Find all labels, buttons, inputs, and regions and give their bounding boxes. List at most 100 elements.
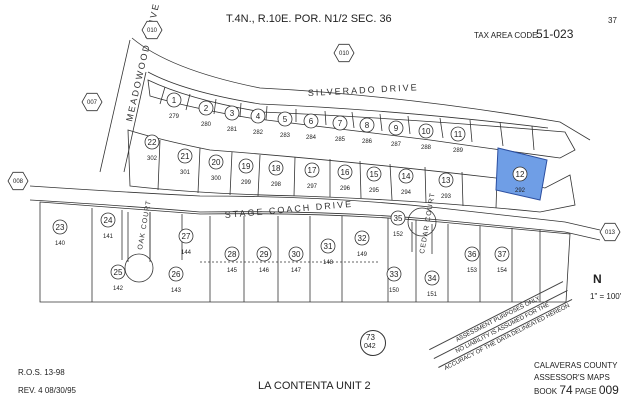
hex-reference-label: 013 — [605, 230, 616, 236]
parcel-number: 300 — [211, 176, 222, 182]
lot-marker[interactable] — [464, 246, 480, 262]
lot-marker[interactable] — [332, 115, 348, 131]
oak-court-cul-de-sac — [124, 253, 154, 283]
lot-marker[interactable] — [110, 264, 126, 280]
lot-number: 34 — [428, 274, 437, 283]
lot-marker[interactable] — [168, 266, 184, 282]
lot-number: 21 — [181, 152, 190, 161]
lot-marker[interactable] — [438, 172, 454, 188]
hex-reference-label: 008 — [13, 179, 24, 185]
cedar-court-road — [411, 222, 433, 254]
parcel-number: 283 — [280, 133, 291, 139]
parcel-number: 286 — [362, 139, 373, 145]
lot-marker[interactable] — [224, 105, 240, 121]
lot-number: 10 — [422, 127, 431, 136]
lot-marker[interactable] — [354, 230, 370, 246]
lot-number: 35 — [394, 214, 403, 223]
parcel-number: 144 — [181, 250, 192, 256]
lot-marker[interactable] — [52, 219, 68, 235]
lot-number: 20 — [212, 158, 221, 167]
lot-number: 9 — [394, 124, 399, 133]
map-scale: 1" = 100' — [590, 292, 622, 301]
lot-marker[interactable] — [224, 246, 240, 262]
lot-marker[interactable] — [359, 117, 375, 133]
parcel-number: 288 — [421, 145, 432, 151]
parcel-number: 296 — [340, 186, 351, 192]
lot-marker[interactable] — [337, 164, 353, 180]
lot-marker[interactable] — [178, 228, 194, 244]
lot-marker[interactable] — [398, 168, 414, 184]
parcel-number: 142 — [113, 286, 124, 292]
parcel-number: 295 — [369, 188, 380, 194]
lot-marker[interactable] — [268, 160, 284, 176]
parcel-number: 152 — [393, 232, 404, 238]
parcel-number: 147 — [291, 268, 302, 274]
page-label: PAGE — [574, 387, 597, 396]
lot-marker[interactable] — [238, 158, 254, 174]
parcel-number: 150 — [389, 288, 400, 294]
lot-marker[interactable] — [166, 92, 182, 108]
county-name: CALAVERAS COUNTY — [534, 361, 618, 370]
reference-73-marker: 73 042 — [360, 330, 386, 356]
parcel-number: 153 — [467, 268, 478, 274]
stage-coach-drive-label: STAGE COACH DRIVE — [224, 199, 353, 220]
meadowood-drive-line-east — [123, 71, 147, 173]
lot-marker[interactable] — [424, 270, 440, 286]
parcel-number: 149 — [357, 252, 368, 258]
parcel-number: 148 — [323, 260, 334, 266]
silverado-drive-line-south — [147, 71, 549, 129]
lot-marker[interactable] — [208, 154, 224, 170]
lot-number: 1 — [172, 96, 177, 105]
lot-marker[interactable] — [250, 108, 266, 124]
cedar-court-label: CEDAR COURT — [419, 192, 437, 254]
hex-reference-marker — [599, 222, 621, 242]
lot-marker[interactable] — [256, 246, 272, 262]
lot-marker[interactable] — [198, 100, 214, 116]
lot-number: 27 — [182, 232, 191, 241]
lot-marker[interactable] — [277, 111, 293, 127]
parcel-number: 146 — [259, 268, 270, 274]
page-code: 009 — [598, 383, 619, 397]
lot-marker[interactable] — [450, 126, 466, 142]
parcel-number: 141 — [103, 234, 114, 240]
lot-marker[interactable] — [177, 148, 193, 164]
silverado-drive-line-north — [131, 37, 591, 141]
hex-reference-label: 007 — [87, 100, 98, 106]
lot-number: 29 — [260, 250, 269, 259]
lot-marker[interactable] — [303, 113, 319, 129]
lot-number: 37 — [498, 250, 507, 259]
lot-number: 36 — [468, 250, 477, 259]
lot-number: 14 — [402, 172, 411, 181]
subdivision-title: LA CONTENTA UNIT 2 — [258, 380, 371, 392]
parcel-number: 151 — [427, 292, 438, 298]
lot-marker[interactable] — [390, 210, 406, 226]
hex-reference-marker — [81, 92, 103, 112]
stage-coach-drive-line-north — [29, 185, 601, 231]
lot-number: 12 — [516, 170, 525, 179]
lot-number: 24 — [104, 216, 113, 225]
reference-73-bottom: 042 — [364, 343, 376, 350]
lot-marker[interactable] — [494, 246, 510, 262]
lot-number: 33 — [390, 270, 399, 279]
lot-marker[interactable] — [304, 162, 320, 178]
hex-reference-label: 010 — [339, 51, 350, 57]
lot-marker[interactable] — [144, 134, 160, 150]
parcel-number: 298 — [271, 182, 282, 188]
middle-lot-dividers — [157, 139, 498, 209]
lot-marker[interactable] — [388, 120, 404, 136]
lot-marker[interactable] — [386, 266, 402, 282]
lot-number: 8 — [365, 121, 370, 130]
lot-number: 16 — [341, 168, 350, 177]
lot-marker[interactable] — [288, 246, 304, 262]
lot-marker[interactable] — [366, 166, 382, 182]
assessor-maps: ASSESSOR'S MAPS — [534, 373, 610, 382]
parcel-number: 280 — [201, 122, 212, 128]
lot-marker[interactable] — [100, 212, 116, 228]
lot-marker[interactable] — [320, 238, 336, 254]
lot-marker[interactable] — [512, 166, 528, 182]
lot-marker[interactable] — [418, 123, 434, 139]
lot-number: 32 — [358, 234, 367, 243]
lot-number: 15 — [370, 170, 379, 179]
lot-number: 6 — [309, 117, 314, 126]
lot-number: 23 — [56, 223, 65, 232]
